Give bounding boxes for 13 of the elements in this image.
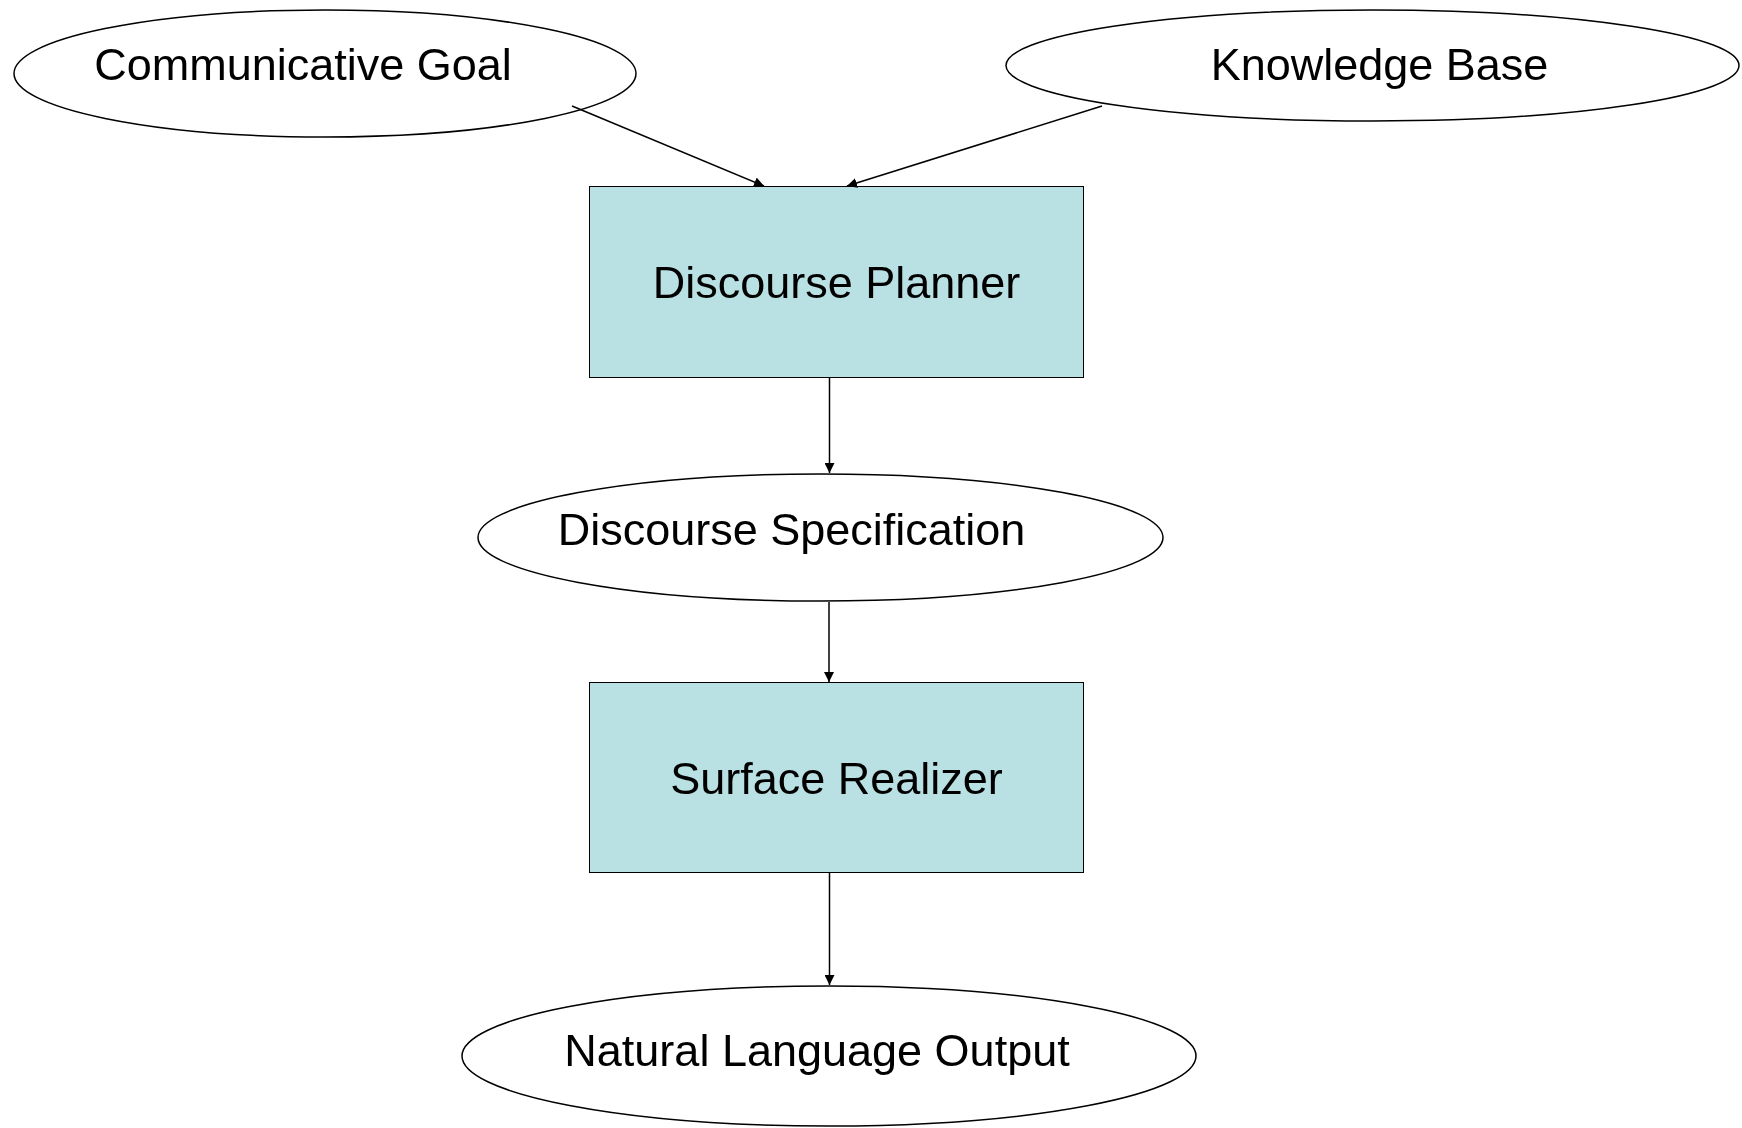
arrow <box>824 872 835 986</box>
arrow <box>824 601 834 683</box>
arrow <box>824 377 835 474</box>
node-label: Surface Realizer <box>669 752 1004 805</box>
node-label: Communicative Goal <box>93 38 513 91</box>
arrow <box>846 105 1103 188</box>
node-label: Discourse Planner <box>651 257 1022 309</box>
arrow <box>571 105 765 187</box>
node-label: Knowledge Base <box>1209 38 1550 91</box>
process-box <box>589 186 1084 378</box>
node-label: Natural Language Output <box>563 1025 1071 1077</box>
node-label: Discourse Specification <box>556 503 1027 556</box>
process-box <box>589 682 1084 873</box>
